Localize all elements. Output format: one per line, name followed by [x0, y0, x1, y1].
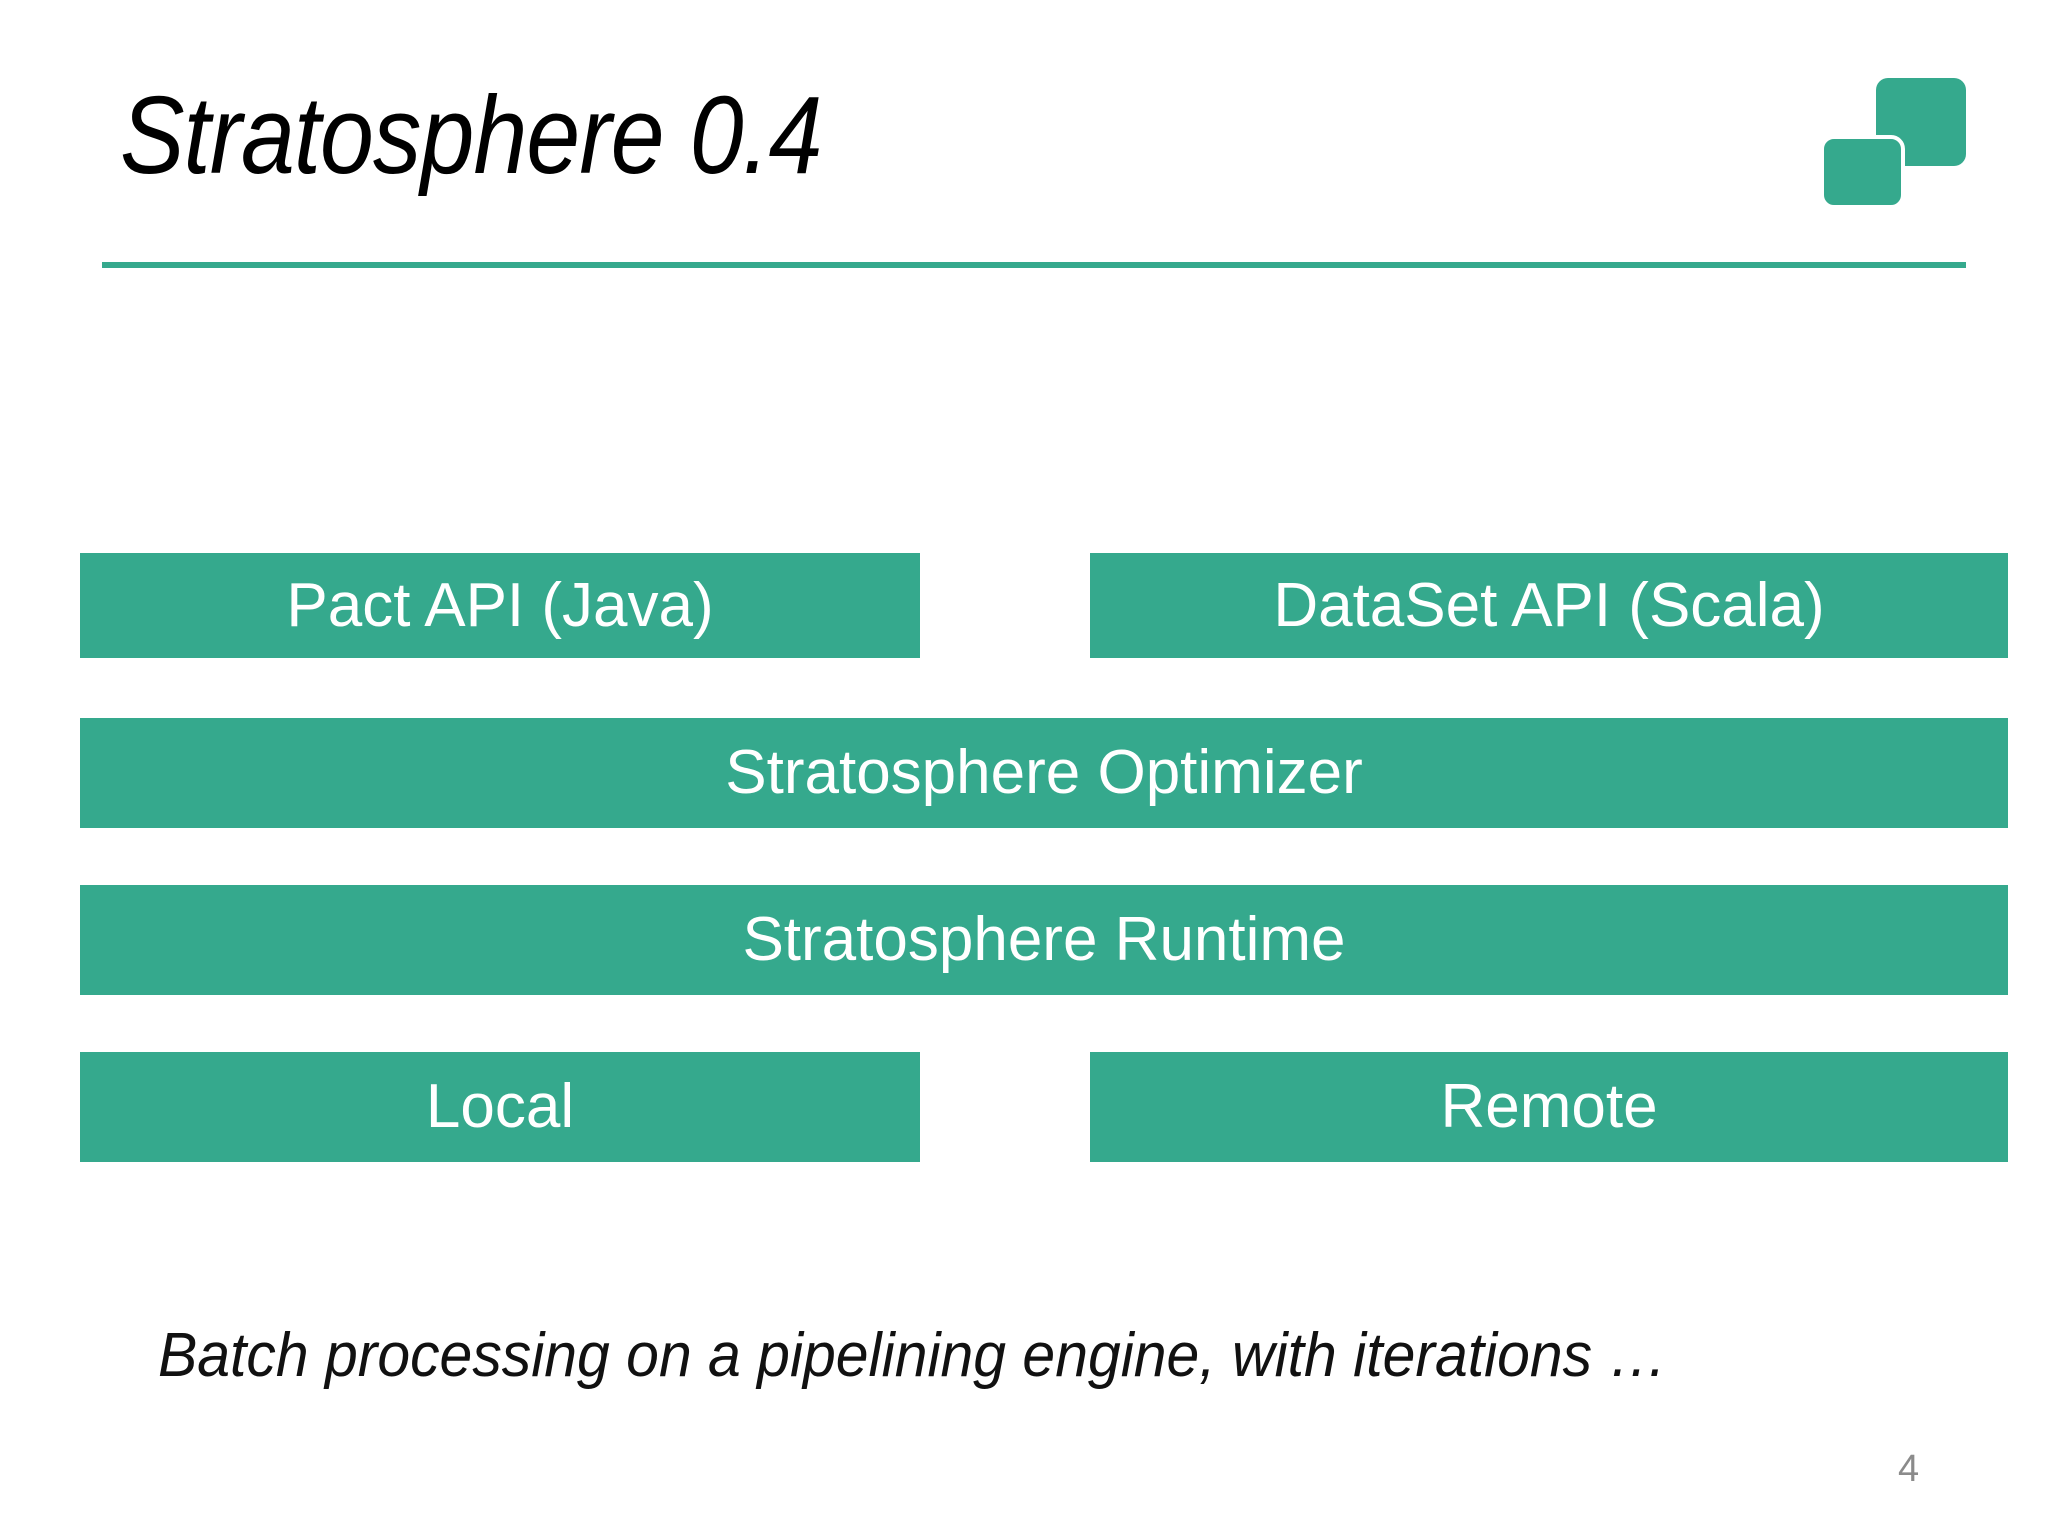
- architecture-box-runtime: Stratosphere Runtime: [80, 885, 2008, 995]
- architecture-box-remote: Remote: [1090, 1052, 2008, 1162]
- architecture-box-optimizer: Stratosphere Optimizer: [80, 718, 2008, 828]
- page-number: 4: [1898, 1448, 1920, 1490]
- architecture-box-dataset-api: DataSet API (Scala): [1090, 553, 2008, 658]
- architecture-box-local: Local: [80, 1052, 920, 1162]
- slide-title: Stratosphere 0.4: [120, 74, 823, 197]
- stratosphere-logo-icon: [1820, 78, 1990, 209]
- logo-square-small: [1820, 135, 1905, 209]
- slide-caption: Batch processing on a pipelining engine,…: [158, 1321, 1668, 1390]
- architecture-box-pact-api: Pact API (Java): [80, 553, 920, 658]
- title-divider-rule: [102, 262, 1966, 268]
